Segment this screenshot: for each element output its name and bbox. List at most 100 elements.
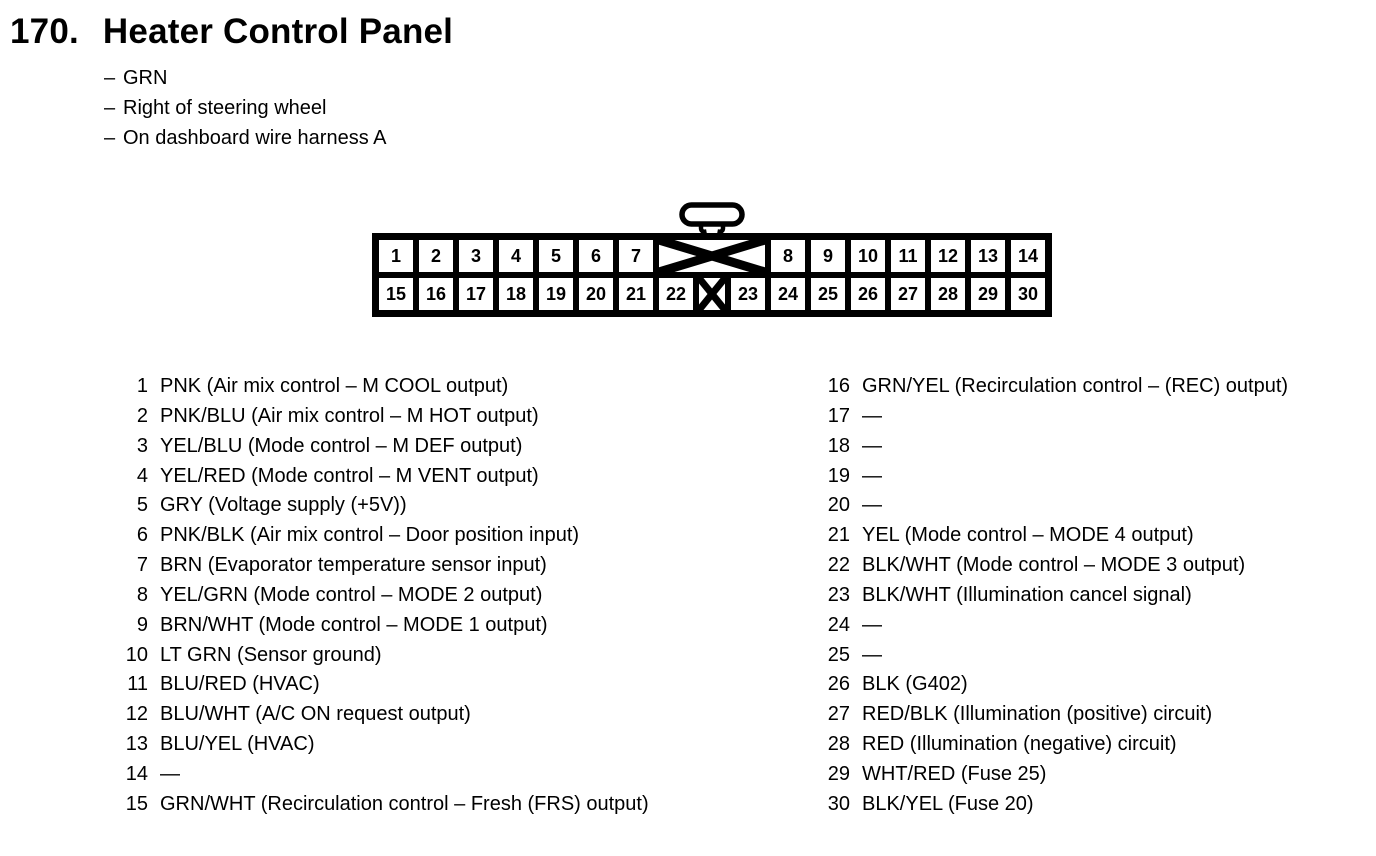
- pin-description: RED (Illumination (negative) circuit): [862, 733, 1177, 756]
- page-title: 170. Heater Control Panel: [10, 12, 453, 52]
- pin-number: 22: [827, 554, 850, 577]
- pin-number: 25: [827, 643, 850, 666]
- pin-number: 8: [136, 583, 148, 606]
- pin-number: 26: [827, 673, 850, 696]
- pin-description: —: [862, 613, 882, 636]
- bullet-dash: –: [104, 67, 116, 89]
- location-note: –GRN: [104, 63, 387, 93]
- location-note-text: GRN: [123, 67, 168, 89]
- connector-pin-cell: 19: [539, 278, 573, 310]
- pin-number: 23: [827, 583, 850, 606]
- x-mark-icon: [699, 278, 725, 310]
- connector-pin-cell: 14: [1011, 240, 1045, 272]
- pin-description: —: [862, 643, 882, 666]
- connector-latch-icon: [679, 202, 745, 234]
- connector-row-bottom: 15 16 17 18 19 20 21 22 23 24 25 26 27 2…: [379, 278, 1045, 310]
- pin-row: 12 BLU/WHT (A/C ON request output): [98, 700, 649, 730]
- pin-description: PNK (Air mix control – M COOL output): [160, 375, 509, 397]
- pin-number: 19: [827, 464, 850, 487]
- connector-pin-cell: 2: [419, 240, 453, 272]
- pin-number: 30: [827, 792, 850, 815]
- pin-row: 9 BRN/WHT (Mode control – MODE 1 output): [98, 611, 649, 641]
- pin-description: LT GRN (Sensor ground): [160, 643, 382, 666]
- pin-number: 2: [136, 404, 148, 427]
- connector-pin-cell: 7: [619, 240, 653, 272]
- pin-description: BLK (G402): [862, 673, 968, 696]
- pin-description: BLU/RED (HVAC): [160, 673, 320, 696]
- connector-pin-cell: 3: [459, 240, 493, 272]
- connector-pin-cell: 12: [931, 240, 965, 272]
- connector-pin-cell: 13: [971, 240, 1005, 272]
- x-mark-icon: [659, 240, 765, 272]
- pin-number: 4: [136, 464, 148, 487]
- connector-pin-cell: 11: [891, 240, 925, 272]
- pin-number: 16: [827, 375, 850, 397]
- connector-pin-cell: 16: [419, 278, 453, 310]
- pin-row: 18—: [800, 432, 1288, 462]
- pin-row: 10 LT GRN (Sensor ground): [98, 641, 649, 671]
- pin-number: 27: [827, 703, 850, 726]
- pin-row: 2 PNK/BLU (Air mix control – M HOT output…: [98, 402, 649, 432]
- pin-number: 1: [136, 375, 148, 397]
- pin-row: 1 PNK (Air mix control – M COOL output): [98, 372, 649, 402]
- pin-number: 15: [125, 792, 148, 815]
- pin-description: RED/BLK (Illumination (positive) circuit…: [862, 703, 1213, 726]
- connector-pin-cell: 5: [539, 240, 573, 272]
- connector-body: 1 2 3 4 5 6 7 8 9 10 11 12 13 14 15 16 1: [372, 233, 1052, 317]
- connector-pin-cell: 4: [499, 240, 533, 272]
- pin-number: 10: [125, 643, 148, 666]
- pin-number: 12: [125, 703, 148, 726]
- pin-number: 3: [136, 434, 148, 457]
- connector-pin-cell: 18: [499, 278, 533, 310]
- pin-description: BRN/WHT (Mode control – MODE 1 output): [160, 613, 548, 636]
- pin-description: BRN (Evaporator temperature sensor input…: [160, 554, 547, 577]
- pin-description: YEL/BLU (Mode control – M DEF output): [160, 434, 523, 457]
- connector-row-top: 1 2 3 4 5 6 7 8 9 10 11 12 13 14: [379, 240, 1045, 272]
- section-number: 170.: [10, 12, 79, 51]
- pin-number: 17: [827, 404, 850, 427]
- connector-pin-cell: 20: [579, 278, 613, 310]
- location-note: –Right of steering wheel: [104, 93, 387, 123]
- pin-description: PNK/BLK (Air mix control – Door position…: [160, 524, 580, 547]
- blocked-slot-narrow: [699, 278, 725, 310]
- connector-pin-cell: 26: [851, 278, 885, 310]
- pin-row: 23 BLK/WHT (Illumination cancel signal): [800, 581, 1288, 611]
- pin-description: YEL/GRN (Mode control – MODE 2 output): [160, 583, 543, 606]
- pin-row: 27 RED/BLK (Illumination (positive) circu…: [800, 700, 1288, 730]
- pin-description: BLU/WHT (A/C ON request output): [160, 703, 471, 726]
- section-title: Heater Control Panel: [102, 12, 454, 51]
- pin-row: 14—: [98, 760, 649, 790]
- connector-pin-cell: 23: [731, 278, 765, 310]
- connector-pin-cell: 15: [379, 278, 413, 310]
- pin-description: —: [862, 494, 882, 517]
- pin-number: 24: [827, 613, 850, 636]
- pin-row: 19 —: [800, 462, 1288, 492]
- pin-number: 13: [125, 733, 148, 756]
- pin-description: —: [862, 464, 882, 487]
- connector-pin-cell: 22: [659, 278, 693, 310]
- bullet-dash: –: [104, 127, 116, 149]
- pin-description: BLK/WHT (Illumination cancel signal): [862, 583, 1192, 606]
- bullet-dash: –: [104, 97, 116, 119]
- connector-pin-cell: 6: [579, 240, 613, 272]
- connector-pin-cell: 28: [931, 278, 965, 310]
- connector-pin-cell: 8: [771, 240, 805, 272]
- connector-pin-cell: 1: [379, 240, 413, 272]
- pin-description: WHT/RED (Fuse 25): [862, 762, 1047, 785]
- pin-description: —: [862, 434, 882, 457]
- connector-pin-cell: 21: [619, 278, 653, 310]
- pin-description: YEL/RED (Mode control – M VENT output): [160, 464, 539, 487]
- connector-pin-cell: 27: [891, 278, 925, 310]
- location-note-text: Right of steering wheel: [123, 97, 327, 119]
- pin-number: 9: [136, 613, 148, 636]
- pin-description: PNK/BLU (Air mix control – M HOT output): [160, 404, 539, 427]
- connector-pin-cell: 30: [1011, 278, 1045, 310]
